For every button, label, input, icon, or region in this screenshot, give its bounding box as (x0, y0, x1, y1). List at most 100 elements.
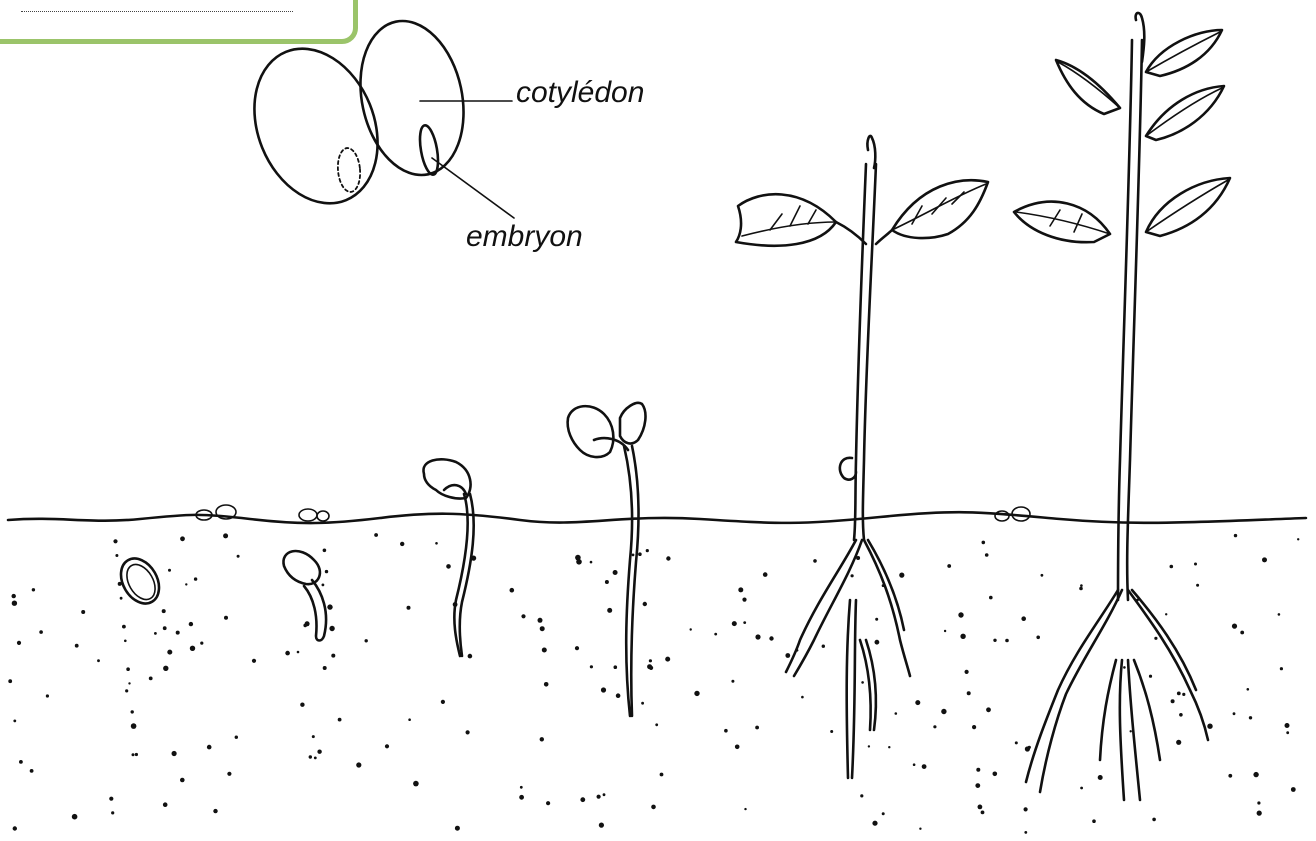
soil-dot (1130, 730, 1132, 732)
embryo-left-outline (336, 147, 362, 193)
embryo-label: embryon (466, 220, 583, 254)
soil-dot (1278, 613, 1281, 616)
soil-dot (868, 745, 870, 747)
cotyledon-label: cotylédon (516, 76, 644, 110)
soil-dot (978, 805, 983, 810)
soil-dot (132, 753, 135, 756)
soil-dot (325, 570, 328, 573)
soil-dot (1005, 639, 1009, 643)
soil-dot (285, 651, 290, 656)
soil-dot (113, 539, 117, 543)
soil-dot (888, 746, 890, 748)
soil-dot (755, 634, 760, 639)
soil-dot (17, 641, 21, 645)
soil-dot (227, 772, 231, 776)
stage-emerging-seedling (423, 459, 473, 656)
soil-dot (167, 650, 172, 655)
soil-dot (190, 646, 195, 651)
soil-dot (613, 570, 618, 575)
soil-dot (738, 587, 743, 592)
soil-dot (435, 542, 438, 545)
soil-dot (540, 737, 544, 741)
soil-dot (986, 707, 991, 712)
soil-dot (861, 681, 864, 684)
soil-dot (590, 561, 593, 564)
soil-dot (115, 554, 118, 557)
soil-dot (520, 786, 523, 789)
soil-dot (666, 556, 670, 560)
soil-dot (714, 633, 717, 636)
soil-dot (1165, 613, 1167, 615)
soil-dot (933, 725, 936, 728)
soil-dots (8, 533, 1299, 834)
soil-dot (646, 549, 649, 552)
soil-dot (180, 536, 185, 541)
soil-dot (1098, 775, 1103, 780)
soil-dot (632, 554, 635, 557)
soil-dot (124, 640, 127, 643)
soil-dot (981, 811, 985, 815)
soil-dot (235, 736, 238, 739)
soil-dot (8, 679, 12, 683)
soil-dot (1021, 616, 1026, 621)
soil-dot (872, 821, 877, 826)
soil-dot (1152, 818, 1156, 822)
embryo-right (417, 124, 441, 176)
soil-dot (975, 783, 980, 788)
soil-dot (822, 645, 825, 648)
soil-dot (314, 757, 317, 760)
soil-dot (575, 646, 579, 650)
soil-dot (915, 700, 920, 705)
soil-dot (785, 653, 790, 658)
soil-dot (297, 651, 300, 654)
soil-dot (252, 659, 256, 663)
soil-dot (941, 709, 946, 714)
soil-dot (172, 751, 177, 756)
soil-dot (135, 753, 138, 756)
soil-dot (338, 718, 342, 722)
soil-dot (303, 624, 307, 628)
soil-dot (13, 720, 16, 723)
soil-dot (168, 569, 171, 572)
soil-dot (993, 772, 998, 777)
soil-dot (128, 682, 130, 684)
soil-dot (163, 626, 167, 630)
soil-dot (655, 723, 658, 726)
soil-dot (309, 755, 312, 758)
soil-dot (194, 577, 197, 580)
soil-dot (947, 564, 951, 568)
soil-dot (1080, 584, 1083, 587)
soil-dot (616, 693, 621, 698)
soil-dot (207, 745, 212, 750)
soil-dot (965, 670, 969, 674)
soil-dot (322, 584, 325, 587)
soil-dot (989, 596, 993, 600)
soil-dot (1280, 667, 1283, 670)
soil-dot (860, 794, 863, 797)
soil-dot (75, 644, 79, 648)
soil-dot (742, 598, 746, 602)
soil-dot (441, 700, 445, 704)
soil-dot (580, 797, 585, 802)
soil-dot (694, 691, 699, 696)
soil-dot (154, 632, 157, 635)
soil-dot (830, 730, 833, 733)
soil-dot (400, 542, 404, 546)
soil-dot (976, 768, 980, 772)
soil-dot (638, 552, 642, 556)
soil-dot (540, 626, 545, 631)
soil-dot (982, 541, 986, 545)
soil-dot (1149, 675, 1152, 678)
soil-dot (605, 580, 609, 584)
soil-dot (1285, 723, 1290, 728)
soil-dot (323, 666, 327, 670)
soil-dot (407, 606, 411, 610)
soil-dot (1041, 574, 1044, 577)
soil-dot (1123, 666, 1126, 669)
soil-dot (455, 826, 460, 831)
soil-dot (813, 559, 817, 563)
soil-dot (1170, 565, 1174, 569)
soil-dot (1080, 787, 1083, 790)
